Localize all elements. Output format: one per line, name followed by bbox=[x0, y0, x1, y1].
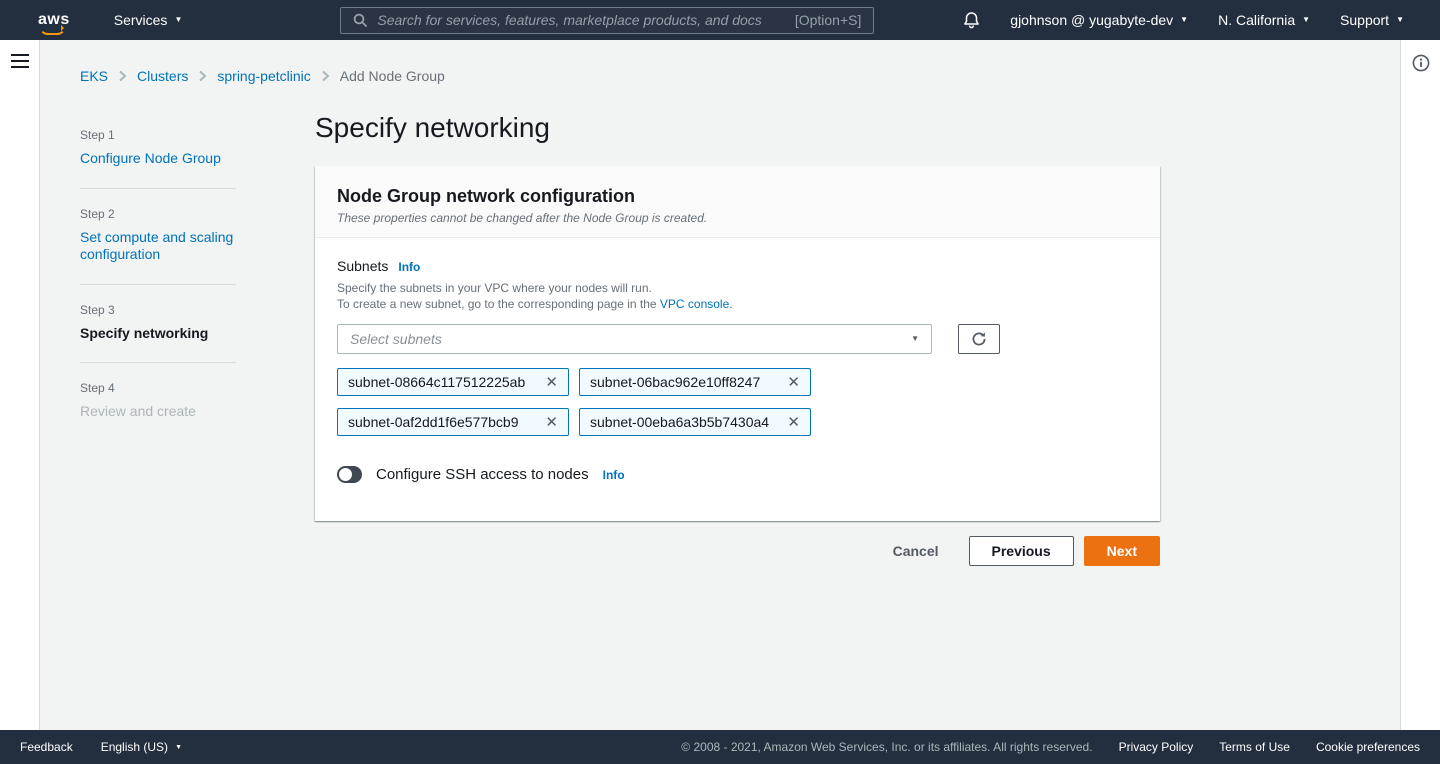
copyright-text: © 2008 - 2021, Amazon Web Services, Inc.… bbox=[681, 740, 1093, 754]
breadcrumb-clusters[interactable]: Clusters bbox=[137, 68, 189, 84]
chevron-down-icon: ▼ bbox=[1180, 15, 1189, 24]
subnet-token: subnet-06bac962e10ff8247 ✕ bbox=[579, 368, 811, 397]
subnets-description: Specify the subnets in your VPC where yo… bbox=[337, 280, 1140, 312]
card-header: Node Group network configuration These p… bbox=[315, 166, 1160, 238]
cancel-button[interactable]: Cancel bbox=[883, 537, 949, 565]
subnets-description-line1: Specify the subnets in your VPC where yo… bbox=[337, 281, 652, 295]
ssh-info-link[interactable]: Info bbox=[602, 467, 625, 482]
remove-token-icon[interactable]: ✕ bbox=[545, 414, 558, 432]
step-number: Step 2 bbox=[80, 206, 115, 221]
info-panel-icon[interactable] bbox=[1412, 54, 1430, 77]
region-menu[interactable]: N. California ▼ bbox=[1218, 12, 1310, 28]
card-body: Subnets Info Specify the subnets in your… bbox=[315, 238, 1160, 521]
subnets-info-link[interactable]: Info bbox=[398, 260, 421, 274]
language-selector[interactable]: English (US) ▼ bbox=[101, 740, 182, 754]
vpc-console-link[interactable]: VPC console. bbox=[659, 297, 733, 312]
step-2-link[interactable]: Set compute and scaling configuration bbox=[80, 228, 234, 263]
ssh-toggle-label: Configure SSH access to nodes bbox=[376, 466, 589, 484]
step-4-disabled: Review and create bbox=[80, 403, 196, 419]
refresh-subnets-button[interactable] bbox=[958, 324, 1000, 355]
subnet-token: subnet-08664c117512225ab ✕ bbox=[337, 368, 569, 397]
subnets-select-placeholder: Select subnets bbox=[350, 331, 442, 348]
cookie-preferences-link[interactable]: Cookie preferences bbox=[1315, 740, 1420, 754]
language-label: English (US) bbox=[100, 740, 169, 754]
content-area: EKS Clusters spring-petclinic Add Node G… bbox=[40, 40, 1400, 730]
breadcrumb: EKS Clusters spring-petclinic Add Node G… bbox=[80, 40, 1400, 84]
card-title: Node Group network configuration bbox=[337, 186, 635, 206]
step-1-link[interactable]: Configure Node Group bbox=[80, 150, 221, 166]
previous-button[interactable]: Previous bbox=[968, 536, 1074, 567]
ssh-access-toggle[interactable] bbox=[337, 466, 362, 484]
subnet-token-label: subnet-06bac962e10ff8247 bbox=[590, 374, 761, 391]
right-rail bbox=[1400, 40, 1440, 730]
services-menu[interactable]: Services ▼ bbox=[114, 12, 183, 28]
search-icon bbox=[353, 13, 368, 27]
remove-token-icon[interactable]: ✕ bbox=[787, 374, 800, 392]
chevron-right-icon bbox=[321, 70, 330, 82]
topnav-right-group: gjohnson @ yugabyte-dev ▼ N. California … bbox=[963, 11, 1440, 29]
aws-logo-text: aws bbox=[38, 11, 70, 28]
privacy-policy-link[interactable]: Privacy Policy bbox=[1118, 740, 1194, 754]
network-configuration-card: Node Group network configuration These p… bbox=[315, 166, 1160, 522]
wizard-step-2: Step 2 Set compute and scaling configura… bbox=[80, 187, 236, 284]
support-menu[interactable]: Support ▼ bbox=[1340, 12, 1404, 28]
support-menu-label: Support bbox=[1340, 12, 1390, 28]
chevron-right-icon bbox=[118, 70, 127, 82]
chevron-right-icon bbox=[198, 70, 207, 82]
wizard-step-3: Step 3 Specify networking bbox=[80, 283, 236, 363]
next-button[interactable]: Next bbox=[1083, 536, 1160, 567]
main-column: Specify networking Node Group network co… bbox=[315, 112, 1160, 567]
chevron-down-icon: ▼ bbox=[911, 334, 919, 344]
card-subtitle: These properties cannot be changed after… bbox=[337, 211, 708, 225]
step-number: Step 3 bbox=[80, 302, 115, 317]
footer-bar: Feedback English (US) ▼ © 2008 - 2021, A… bbox=[0, 730, 1440, 764]
subnet-token: subnet-00eba6a3b5b7430a4 ✕ bbox=[579, 408, 811, 437]
subnets-label: Subnets bbox=[337, 258, 389, 274]
chevron-down-icon: ▼ bbox=[175, 743, 182, 751]
global-search-input[interactable]: Search for services, features, marketpla… bbox=[340, 6, 875, 34]
toggle-knob bbox=[339, 468, 352, 482]
account-menu[interactable]: gjohnson @ yugabyte-dev ▼ bbox=[1010, 12, 1188, 28]
terms-of-use-link[interactable]: Terms of Use bbox=[1219, 740, 1290, 754]
chevron-down-icon: ▼ bbox=[174, 15, 183, 24]
breadcrumb-current: Add Node Group bbox=[339, 68, 445, 84]
step-number: Step 1 bbox=[80, 128, 115, 142]
top-navigation-bar: aws Services ▼ Search for services, feat… bbox=[0, 0, 1440, 40]
account-menu-label: gjohnson @ yugabyte-dev bbox=[1010, 12, 1174, 28]
region-menu-label: N. California bbox=[1218, 12, 1296, 28]
aws-logo[interactable]: aws bbox=[38, 11, 70, 35]
subnet-token-label: subnet-00eba6a3b5b7430a4 bbox=[590, 414, 770, 431]
refresh-icon bbox=[971, 331, 987, 347]
remove-token-icon[interactable]: ✕ bbox=[787, 414, 800, 432]
wizard-actions: Cancel Previous Next bbox=[315, 536, 1160, 567]
hamburger-menu-icon[interactable] bbox=[11, 54, 29, 72]
search-shortcut-hint: [Option+S] bbox=[794, 12, 862, 28]
page-title: Specify networking bbox=[315, 112, 551, 143]
services-menu-label: Services bbox=[113, 12, 168, 28]
feedback-link[interactable]: Feedback bbox=[20, 740, 73, 754]
left-rail bbox=[0, 40, 40, 730]
chevron-down-icon: ▼ bbox=[1396, 15, 1404, 24]
chevron-down-icon: ▼ bbox=[1302, 15, 1311, 24]
subnet-token: subnet-0af2dd1f6e577bcb9 ✕ bbox=[337, 408, 569, 437]
wizard-steps-nav: Step 1 Configure Node Group Step 2 Set c… bbox=[80, 120, 236, 566]
footer-right-group: © 2008 - 2021, Amazon Web Services, Inc.… bbox=[681, 740, 1420, 754]
notifications-bell-icon[interactable] bbox=[963, 11, 980, 29]
breadcrumb-cluster-name[interactable]: spring-petclinic bbox=[217, 68, 311, 84]
subnet-token-label: subnet-08664c117512225ab bbox=[348, 374, 526, 391]
subnets-description-line2: To create a new subnet, go to the corres… bbox=[337, 297, 660, 312]
breadcrumb-eks[interactable]: EKS bbox=[80, 68, 109, 84]
wizard-step-1: Step 1 Configure Node Group bbox=[80, 120, 236, 188]
subnet-token-label: subnet-0af2dd1f6e577bcb9 bbox=[348, 414, 519, 431]
selected-subnet-tokens: subnet-08664c117512225ab ✕ subnet-06bac9… bbox=[337, 368, 817, 437]
aws-smile-arrow bbox=[39, 25, 66, 35]
step-3-current: Specify networking bbox=[80, 324, 209, 341]
subnets-select[interactable]: Select subnets ▼ bbox=[337, 324, 932, 355]
wizard-step-4: Step 4 Review and create bbox=[80, 362, 236, 441]
remove-token-icon[interactable]: ✕ bbox=[545, 374, 558, 392]
page-body: EKS Clusters spring-petclinic Add Node G… bbox=[0, 40, 1440, 730]
search-placeholder: Search for services, features, marketpla… bbox=[377, 12, 762, 28]
step-number: Step 4 bbox=[80, 381, 115, 395]
